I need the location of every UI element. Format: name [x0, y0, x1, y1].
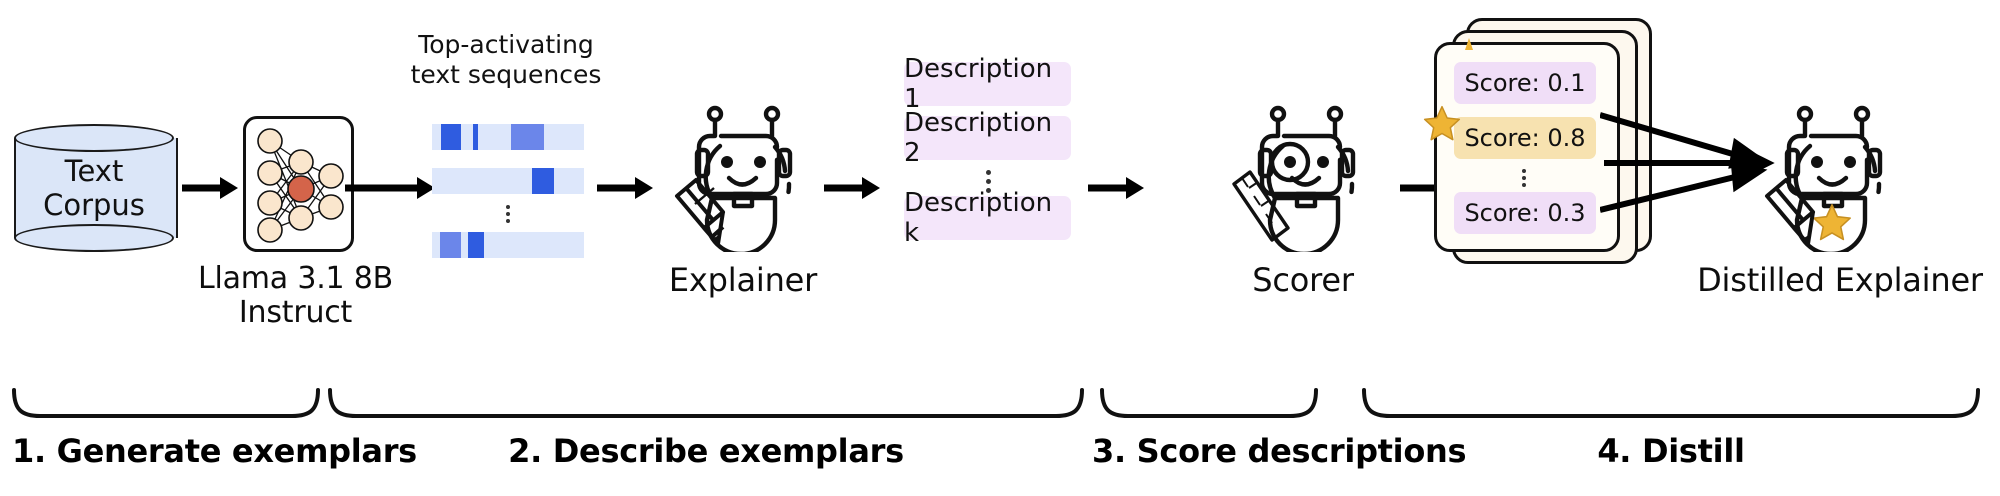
brace-stage-2 [328, 388, 1084, 418]
arrow-corpus-to-model [182, 177, 238, 199]
cylinder-body [14, 138, 178, 238]
step-label-1: 1. Generate exemplars [12, 432, 417, 470]
step-label-2: 2. Describe exemplars [508, 432, 904, 470]
explainer-robot-icon [675, 105, 793, 252]
descriptions-ellipsis [970, 166, 1006, 197]
explainer-label: Explainer [668, 261, 818, 299]
brace-stage-4 [1362, 388, 1980, 418]
arrow-descriptions-to-scorer [1088, 177, 1144, 199]
score-pill-3: Score: 0.3 [1454, 192, 1596, 234]
description-pill-k: Description k [904, 188, 1071, 248]
neural-network-icon [257, 128, 344, 243]
badge-star-icon [1813, 204, 1851, 241]
arrow-sequences-to-explainer [597, 177, 653, 199]
brace-stage-1 [12, 388, 320, 418]
description-pill-1: Description 1 [904, 54, 1071, 114]
brace-stage-3 [1100, 388, 1318, 418]
llama-model-box [243, 116, 354, 252]
distilled-explainer-robot-icon [1765, 105, 1883, 252]
scores-ellipsis [1506, 166, 1542, 190]
activation-token [441, 124, 461, 150]
activation-token [468, 232, 484, 258]
llama-model-label: Llama 3.1 8B Instruct [197, 261, 394, 331]
active-neuron [287, 175, 315, 203]
scorer-robot-icon [1232, 105, 1356, 252]
arrow-model-to-sequences [345, 177, 435, 199]
sequence-row-2 [432, 168, 584, 194]
score-pill-1: Score: 0.1 [1454, 62, 1596, 104]
ruler-icon [1232, 170, 1290, 242]
scorer-label: Scorer [1252, 261, 1354, 299]
score-pill-highlighted: Score: 0.8 [1454, 117, 1596, 159]
arrow-explainer-to-descriptions [824, 177, 880, 199]
star-icon [1423, 105, 1461, 141]
activation-token [439, 232, 461, 258]
text-corpus-cylinder: Text Corpus [14, 124, 178, 252]
sequence-row-1 [432, 124, 584, 150]
activation-token [473, 124, 478, 150]
sequences-ellipsis [490, 202, 526, 226]
sequence-row-3 [432, 232, 584, 258]
step-label-4: 4. Distill [1597, 432, 1745, 470]
distilled-explainer-label: Distilled Explainer [1697, 261, 1983, 299]
activation-token [532, 168, 554, 194]
text-corpus-label: Text Corpus [43, 153, 145, 222]
sequences-caption: Top-activating text sequences [410, 30, 602, 89]
description-pill-2: Description 2 [904, 108, 1071, 168]
activation-token [511, 124, 545, 150]
cylinder-bottom-ellipse [14, 224, 174, 252]
step-label-3: 3. Score descriptions [1092, 432, 1467, 470]
card-corner-star-sliver [1465, 38, 1473, 50]
distill-arrows [1600, 112, 1775, 213]
cylinder-top-ellipse [14, 124, 174, 152]
